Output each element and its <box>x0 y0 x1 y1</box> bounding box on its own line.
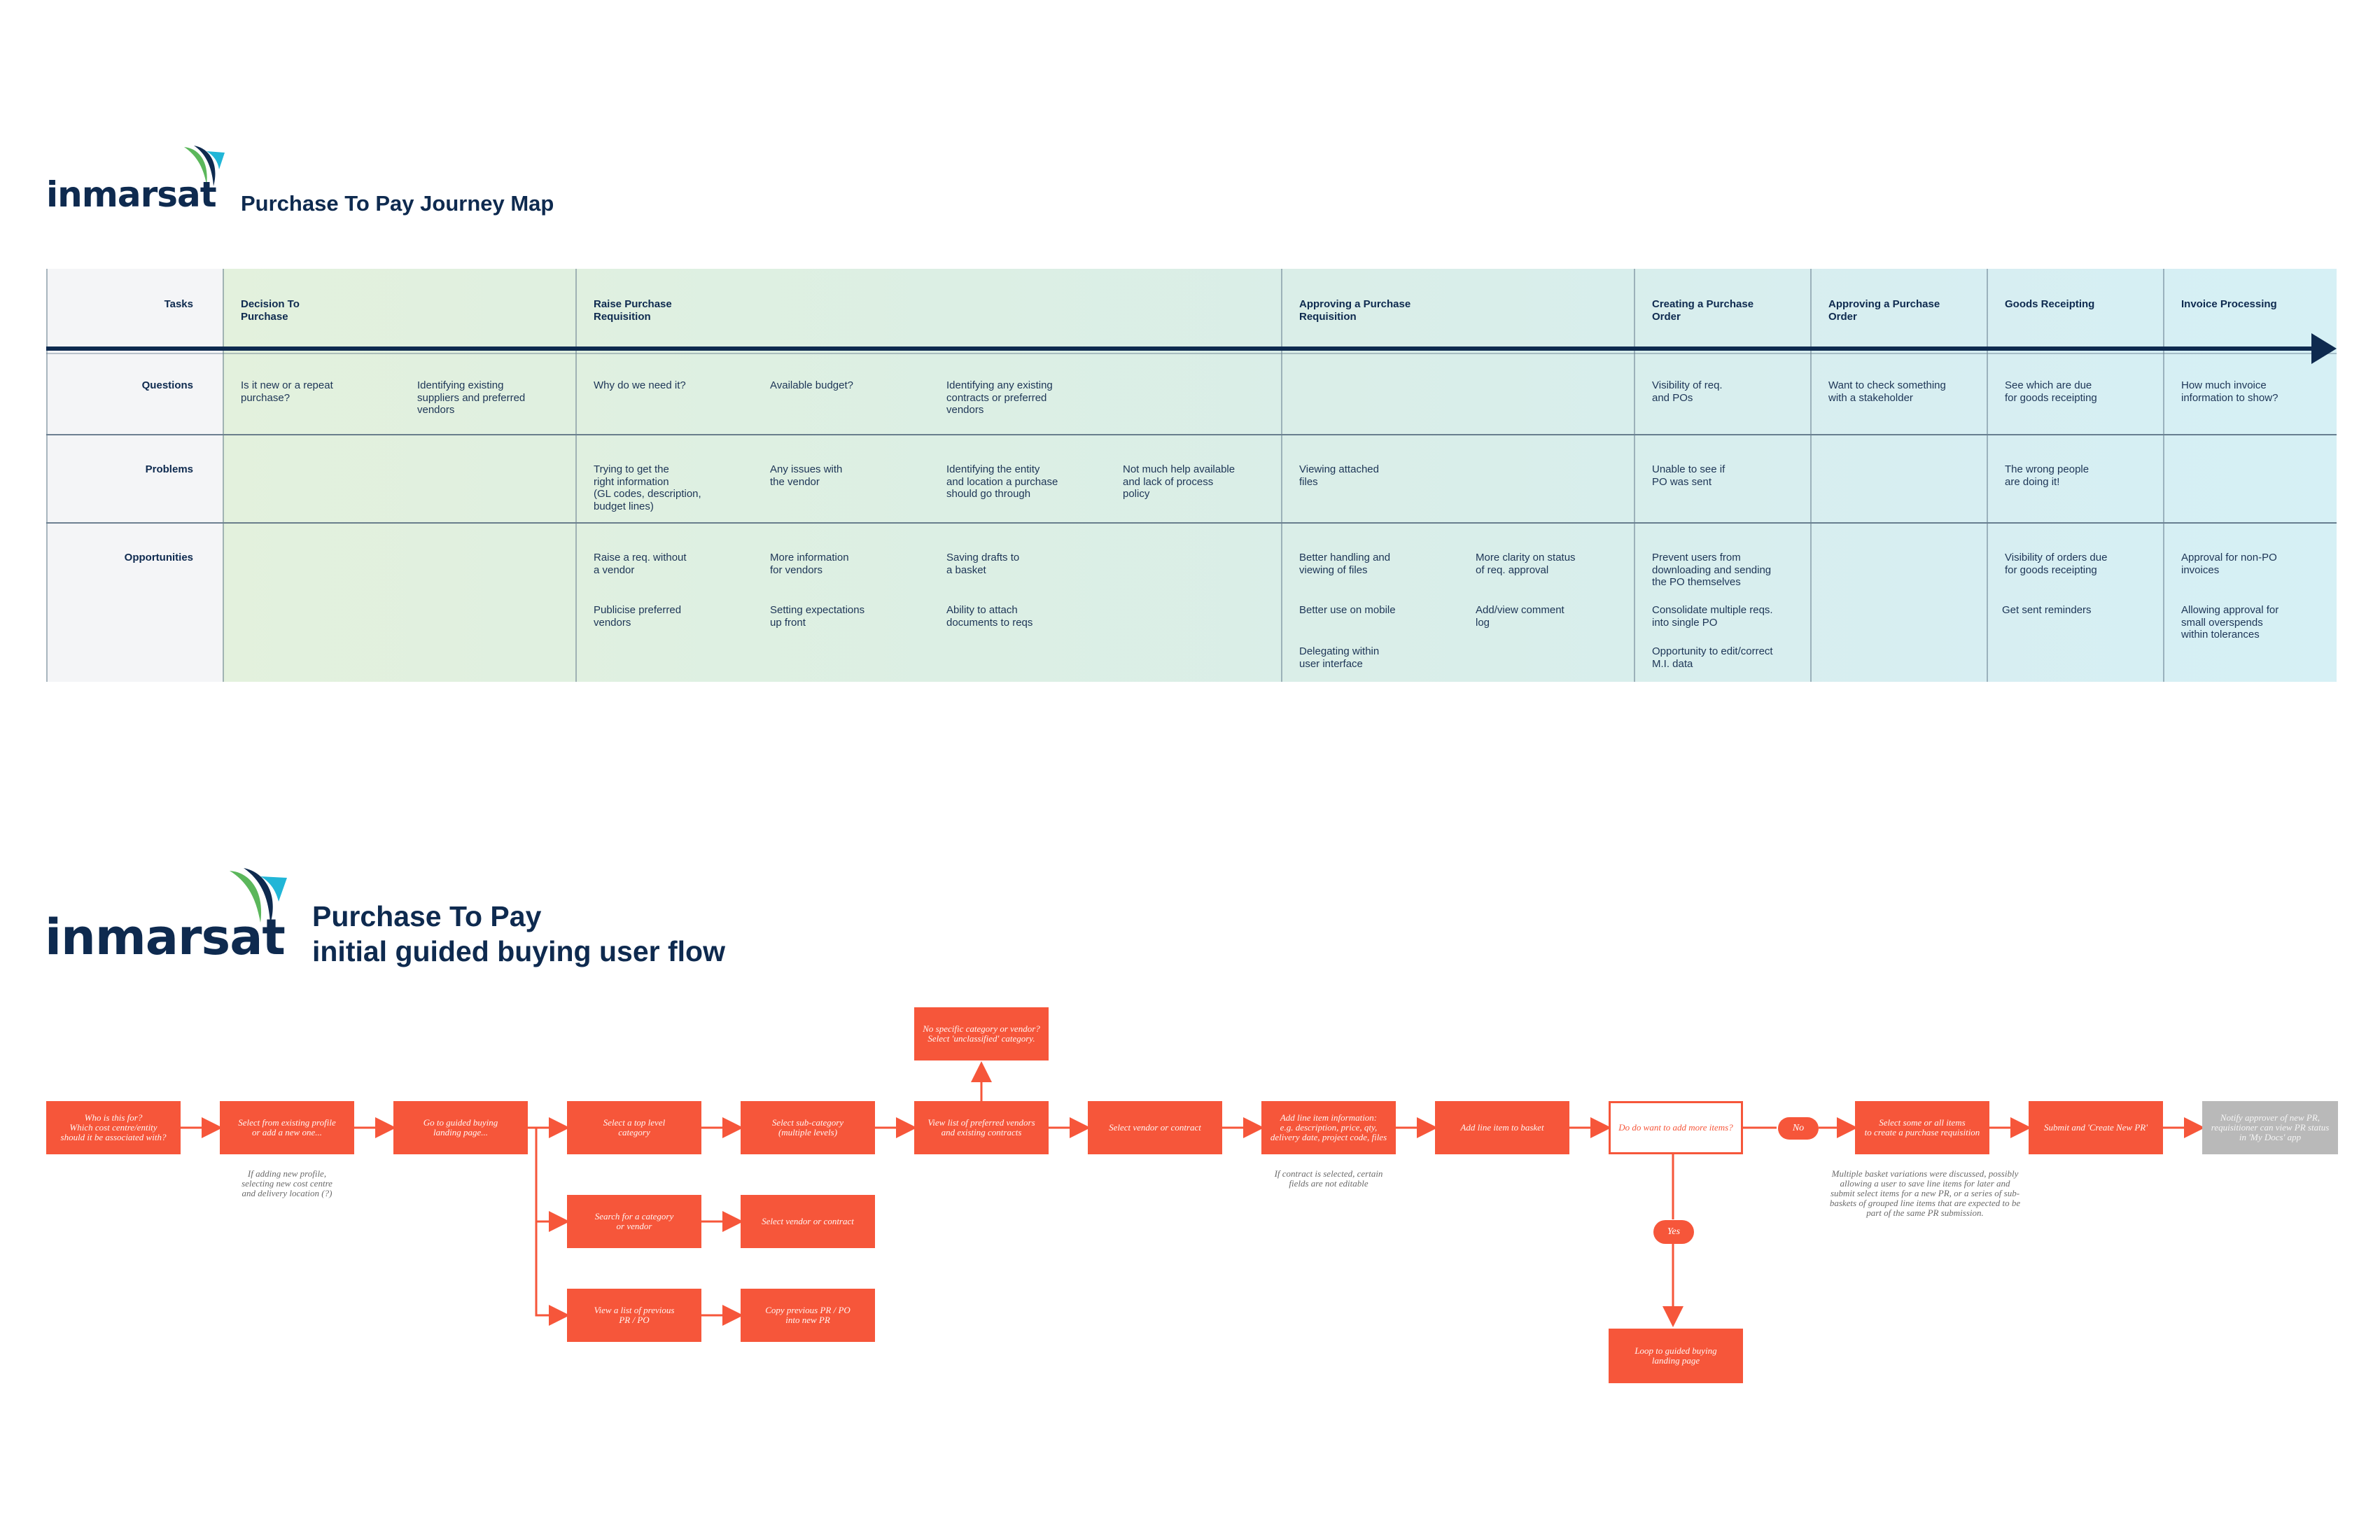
column-divider <box>1987 269 1988 682</box>
question-cell: Is it new or a repeat purchase? <box>241 379 333 404</box>
opportunity-cell: Approval for non-PO invoices <box>2181 552 2277 576</box>
stage-header: Decision To Purchase <box>241 298 300 323</box>
stage-header: Approving a Purchase Requisition <box>1299 298 1411 323</box>
question-cell: Want to check something with a stakehold… <box>1828 379 1946 404</box>
flow-step-landing-page: Go to guided buying landing page... <box>393 1101 528 1154</box>
stage-header: Approving a Purchase Order <box>1828 298 1940 323</box>
problem-cell: Any issues with the vendor <box>770 463 843 488</box>
column-divider <box>575 269 577 682</box>
row-divider <box>46 522 2337 524</box>
stage-area <box>223 269 2337 682</box>
opportunity-cell: Better handling and viewing of files <box>1299 552 1391 576</box>
flow-step-add-to-basket: Add line item to basket <box>1435 1101 1569 1154</box>
question-cell: How much invoice information to show? <box>2181 379 2278 404</box>
row-label-opportunities: Opportunities <box>124 552 193 564</box>
opportunity-cell: Better use on mobile <box>1299 604 1396 616</box>
note-basket: Multiple basket variations were discusse… <box>1829 1168 2021 1218</box>
journey-map-title: Purchase To Pay Journey Map <box>241 191 554 216</box>
flow-step-search: Search for a category or vendor <box>567 1195 701 1248</box>
opportunity-cell: Allowing approval for small overspends w… <box>2181 604 2279 640</box>
flow-arrow <box>535 1128 570 1326</box>
stage-header: Invoice Processing <box>2181 298 2277 310</box>
problem-cell: Unable to see if PO was sent <box>1652 463 1726 488</box>
question-cell: See which are due for goods receipting <box>2005 379 2097 404</box>
problem-cell: Not much help available and lack of proc… <box>1123 463 1236 500</box>
opportunity-cell: Visibility of orders due for goods recei… <box>2005 552 2108 576</box>
flow-step-select-vendor: Select vendor or contract <box>1088 1101 1222 1154</box>
flow-step-who-is-this-for: Who is this for? Which cost centre/entit… <box>46 1101 181 1154</box>
row-label-column <box>46 269 223 682</box>
question-cell: Visibility of req. and POs <box>1652 379 1723 404</box>
flow-step-loop: Loop to guided buying landing page <box>1609 1329 1743 1383</box>
flow-step-no-specific-category: No specific category or vendor? Select '… <box>914 1007 1049 1060</box>
opportunity-cell: Saving drafts to a basket <box>946 552 1020 576</box>
user-flow-title-line1: Purchase To Pay <box>312 900 542 932</box>
opportunity-cell: Get sent reminders <box>2002 604 2092 616</box>
opportunity-cell: More clarity on status of req. approval <box>1476 552 1576 576</box>
inmarsat-wordmark: inmarsat <box>45 909 286 966</box>
question-cell: Identifying any existing contracts or pr… <box>946 379 1053 416</box>
stage-header: Goods Receipting <box>2005 298 2095 310</box>
row-divider <box>46 353 2337 354</box>
flow-decision-add-more: Do do want to add more items? <box>1609 1101 1743 1154</box>
opportunity-cell: Add/view comment log <box>1476 604 1564 629</box>
problem-cell: Trying to get the right information (GL … <box>594 463 701 512</box>
column-divider <box>2163 269 2164 682</box>
timeline-arrowhead-icon <box>2311 333 2337 364</box>
row-label-tasks: Tasks <box>164 298 193 310</box>
opportunity-cell: Opportunity to edit/correct M.I. data <box>1652 645 1773 670</box>
problem-cell: Viewing attached files <box>1299 463 1379 488</box>
opportunity-cell: Raise a req. without a vendor <box>594 552 687 576</box>
flow-step-select-vendor-2: Select vendor or contract <box>741 1195 875 1248</box>
flow-step-add-line-info: Add line item information: e.g. descript… <box>1261 1101 1396 1154</box>
column-divider <box>223 269 224 682</box>
row-label-questions: Questions <box>141 379 193 391</box>
column-divider <box>1634 269 1635 682</box>
column-divider <box>46 269 48 682</box>
row-divider <box>46 434 2337 435</box>
note-profile: If adding new profile, selecting new cos… <box>241 1168 332 1198</box>
flow-step-notify-approver: Notify approver of new PR, requisitioner… <box>2202 1101 2338 1154</box>
opportunity-cell: Ability to attach documents to reqs <box>946 604 1033 629</box>
flow-step-select-items: Select some or all items to create a pur… <box>1855 1101 1989 1154</box>
user-flow-title-line2: initial guided buying user flow <box>312 935 725 967</box>
decision-no-label: No <box>1778 1117 1819 1140</box>
flow-step-sub-category: Select sub-category (multiple levels) <box>741 1101 875 1154</box>
opportunity-cell: Consolidate multiple reqs. into single P… <box>1652 604 1773 629</box>
stage-header: Creating a Purchase Order <box>1652 298 1754 323</box>
column-divider <box>1281 269 1282 682</box>
opportunity-cell: Setting expectations up front <box>770 604 865 629</box>
opportunity-cell: Prevent users from downloading and sendi… <box>1652 552 1772 588</box>
note-contract: If contract is selected, certain fields … <box>1274 1168 1383 1189</box>
opportunity-cell: More information for vendors <box>770 552 849 576</box>
question-cell: Available budget? <box>770 379 853 391</box>
flow-step-view-vendors: View list of preferred vendors and exist… <box>914 1101 1049 1154</box>
timeline-arrow-line <box>46 346 2314 351</box>
flow-step-view-previous: View a list of previous PR / PO <box>567 1289 701 1342</box>
opportunity-cell: Delegating within user interface <box>1299 645 1380 670</box>
inmarsat-logo-icon <box>184 146 225 186</box>
inmarsat-logo-icon <box>230 868 287 924</box>
problem-cell: The wrong people are doing it! <box>2005 463 2090 488</box>
column-divider <box>1810 269 1812 682</box>
question-cell: Identifying existing suppliers and prefe… <box>417 379 526 416</box>
row-label-problems: Problems <box>145 463 193 475</box>
stage-header: Raise Purchase Requisition <box>594 298 672 323</box>
problem-cell: Identifying the entity and location a pu… <box>946 463 1058 500</box>
opportunity-cell: Publicise preferred vendors <box>594 604 682 629</box>
flow-step-submit: Submit and 'Create New PR' <box>2029 1101 2163 1154</box>
inmarsat-wordmark: inmarsat <box>46 174 217 215</box>
question-cell: Why do we need it? <box>594 379 686 391</box>
flow-step-select-profile: Select from existing profile or add a ne… <box>220 1101 354 1154</box>
decision-yes-label: Yes <box>1653 1220 1694 1244</box>
flow-step-top-level-category: Select a top level category <box>567 1101 701 1154</box>
journey-map-table: Tasks Questions Problems Opportunities D… <box>46 269 2337 682</box>
flow-step-copy-previous: Copy previous PR / PO into new PR <box>741 1289 875 1342</box>
